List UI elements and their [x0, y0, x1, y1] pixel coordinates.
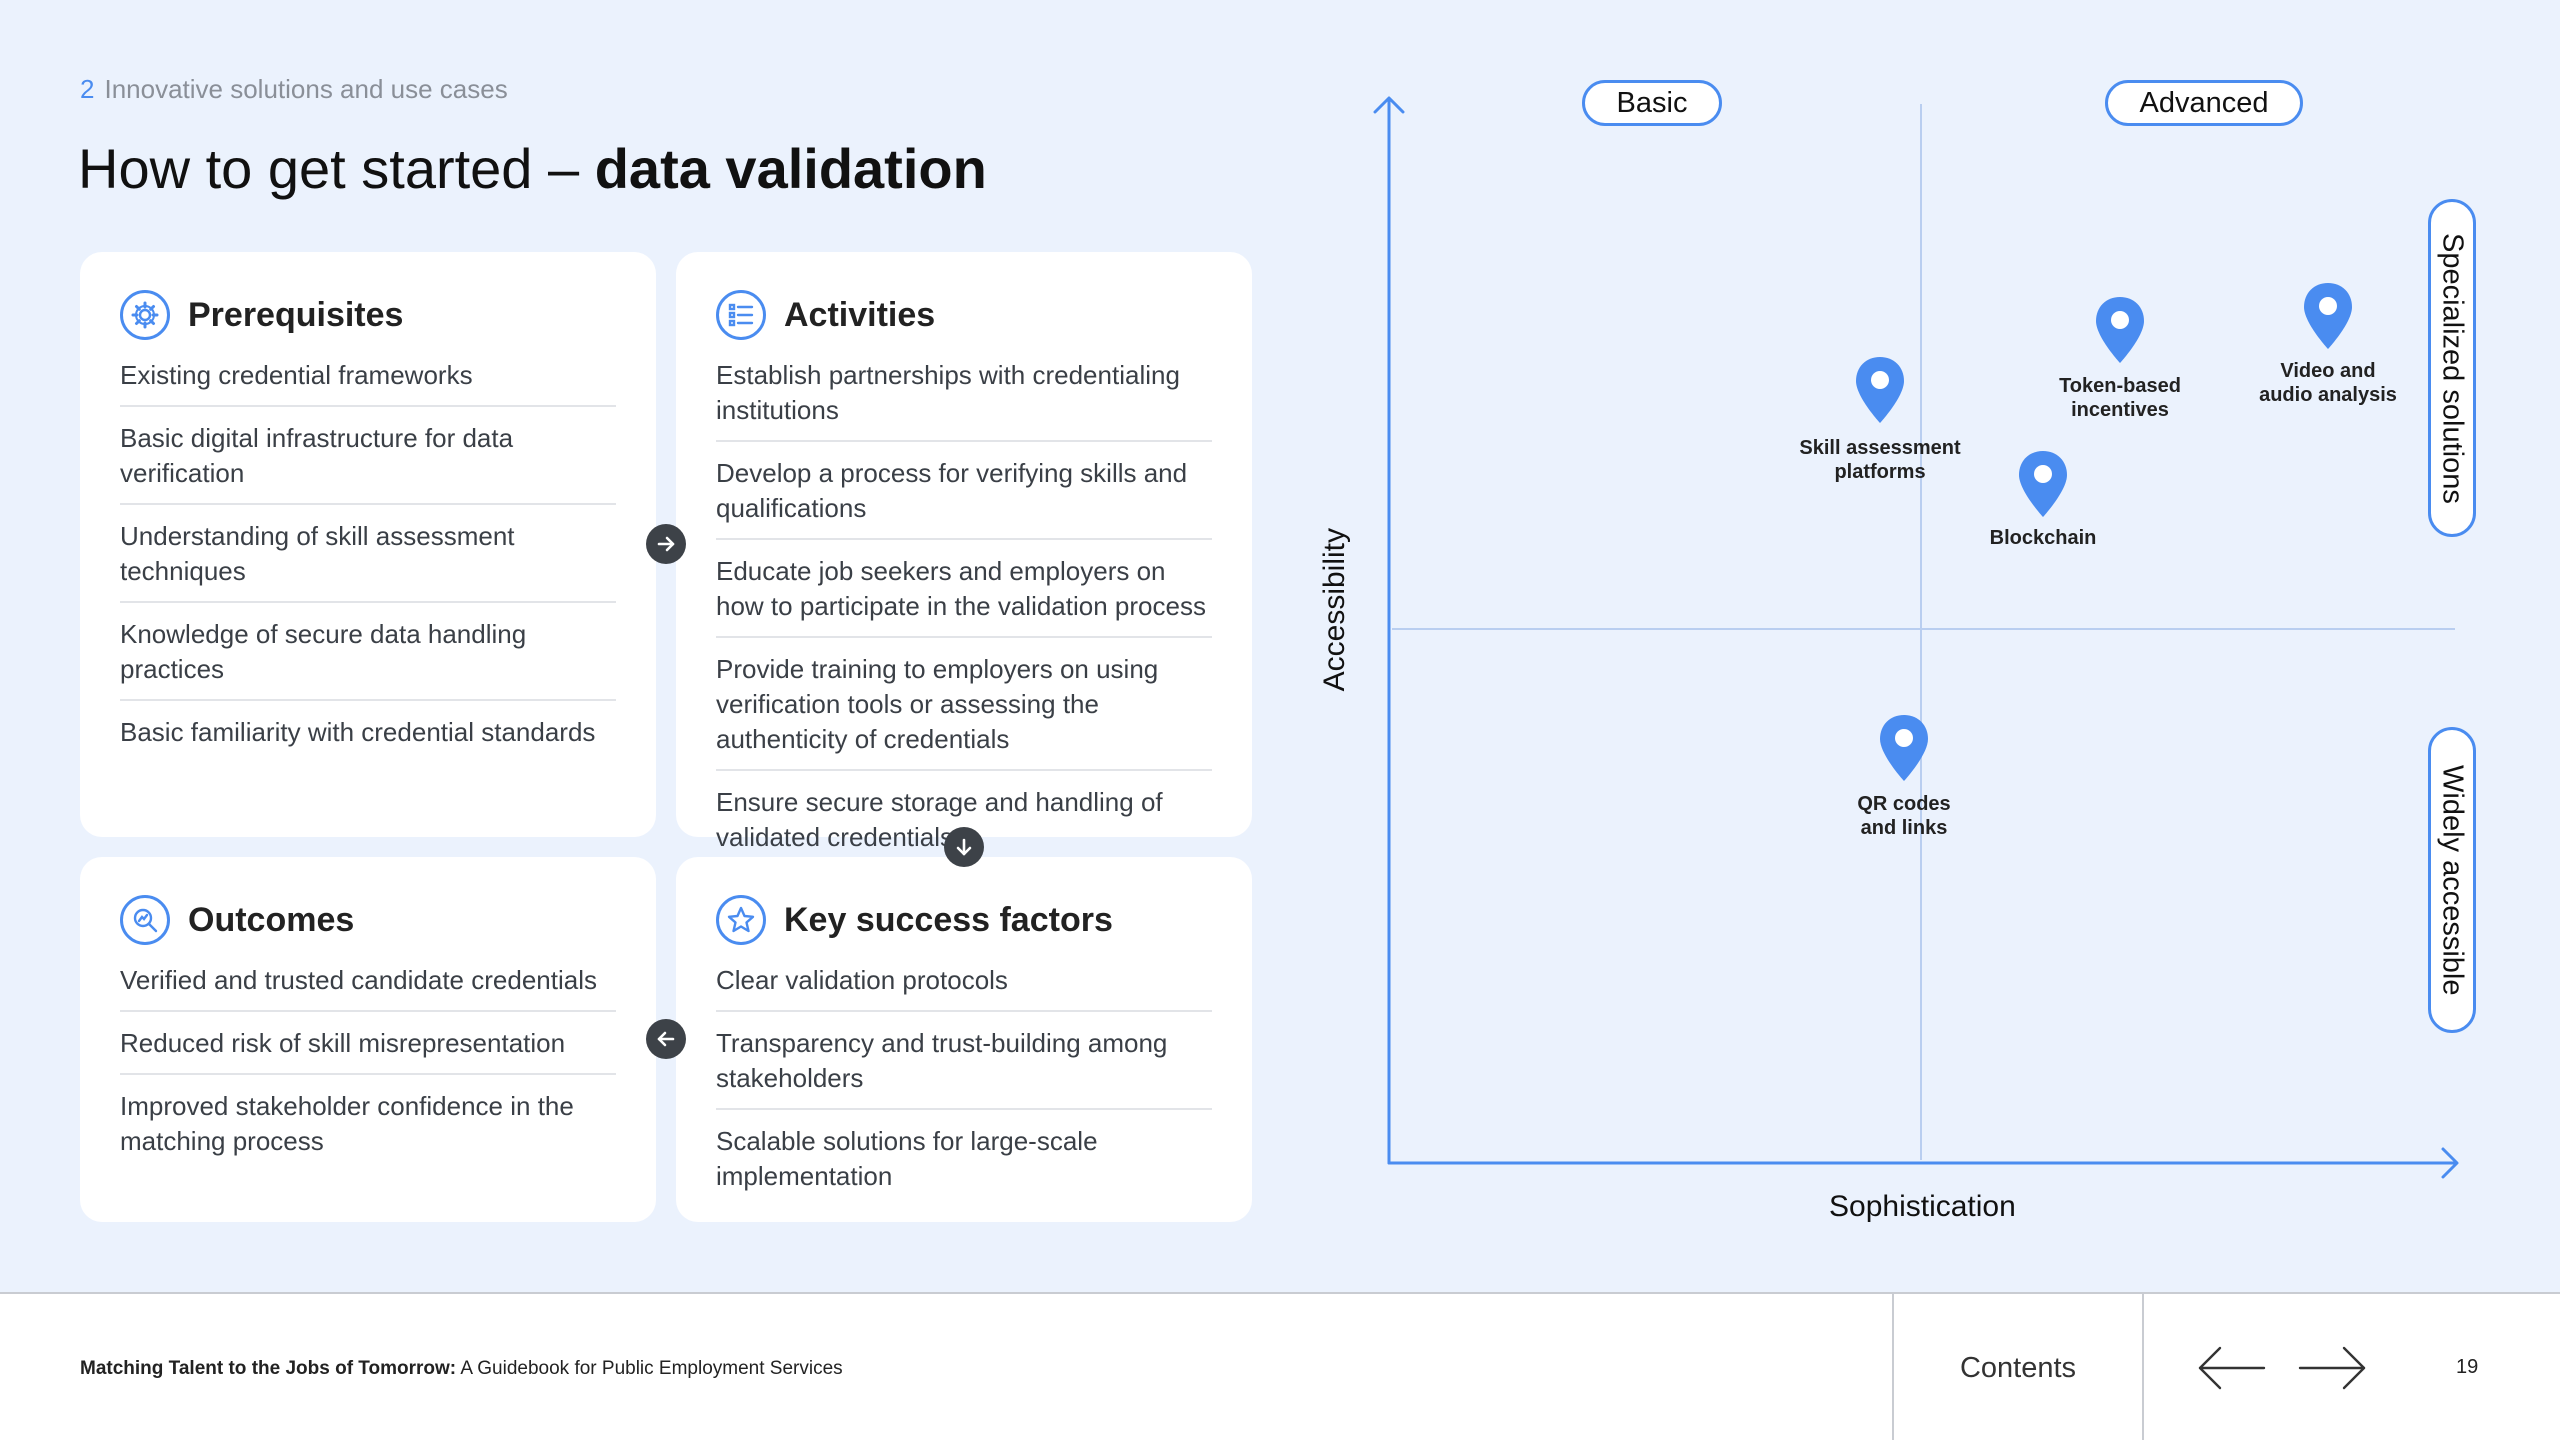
outcomes-list: Verified and trusted candidate credentia… — [120, 963, 616, 1171]
list-item: Existing credential frameworks — [120, 358, 616, 407]
list-item: Develop a process for verifying skills a… — [716, 442, 1212, 540]
list-item: Knowledge of secure data handling practi… — [120, 603, 616, 701]
widely-accessible-pill: Widely accessible — [2428, 727, 2476, 1033]
location-pin-icon — [1880, 715, 1928, 781]
list-item: Improved stakeholder confidence in the m… — [120, 1091, 574, 1156]
page-number: 19 — [2456, 1356, 2479, 1378]
matrix-axes — [1373, 96, 2459, 1179]
list-item: Verified and trusted candidate credentia… — [120, 963, 616, 1012]
publication-title-bold: Matching Talent to the Jobs of Tomorrow: — [80, 1358, 457, 1379]
y-axis-arrowhead — [1373, 96, 1405, 114]
y-axis-label: Accessibility — [1318, 528, 1351, 692]
success-factors-title: Key success factors — [784, 900, 1113, 939]
success-factors-list: Clear validation protocols Transparency … — [716, 963, 1212, 1206]
activities-header: Activities — [716, 290, 1212, 340]
activities-list: Establish partnerships with credentialin… — [716, 358, 1212, 867]
section-title: Innovative solutions and use cases — [104, 74, 508, 104]
publication-title-rest: A Guidebook for Public Employment Servic… — [456, 1358, 843, 1379]
list-item: Ensure secure storage and handling of va… — [716, 787, 1163, 852]
contents-button[interactable]: Contents — [1959, 1351, 2077, 1384]
footer-divider — [1892, 1294, 1894, 1440]
success-factors-card: Key success factors Clear validation pro… — [676, 857, 1252, 1222]
list-item: Scalable solutions for large-scale imple… — [716, 1126, 1098, 1191]
next-page-icon[interactable] — [2296, 1342, 2368, 1394]
arrow-left-icon — [657, 1031, 675, 1047]
specialized-solutions-label: Specialized solutions — [2436, 232, 2469, 504]
x-axis-arrowhead — [2441, 1147, 2459, 1179]
activities-card: Activities Establish partnerships with c… — [676, 252, 1252, 852]
list-item: Understanding of skill assessment techni… — [120, 505, 616, 603]
prerequisites-header: Prerequisites — [120, 290, 616, 340]
location-pin-icon — [1856, 357, 1904, 423]
list-item: Basic digital infrastructure for data ve… — [120, 407, 616, 505]
specialized-solutions-pill: Specialized solutions — [2428, 199, 2476, 537]
arrow-left-connector — [646, 1019, 686, 1059]
previous-page-icon[interactable] — [2196, 1342, 2268, 1394]
list-item: Educate job seekers and employers on how… — [716, 540, 1212, 638]
arrow-down-icon — [956, 838, 972, 856]
checklist-icon — [716, 290, 766, 340]
section-label: 2 Innovative solutions and use cases — [80, 74, 508, 105]
page-title-bold: data validation — [594, 137, 987, 200]
outcomes-header: Outcomes — [120, 895, 616, 945]
section-number: 2 — [80, 74, 95, 104]
location-pin-icon — [2096, 297, 2144, 363]
x-axis-label: Sophistication — [1829, 1190, 2016, 1223]
outcomes-title: Outcomes — [188, 900, 355, 939]
list-item: Provide training to employers on using v… — [716, 638, 1212, 771]
list-item: Clear validation protocols — [716, 963, 1212, 1012]
pin-label-blockchain: Blockchain — [1989, 527, 2097, 549]
page-title-light: How to get started – — [78, 137, 595, 200]
list-item: Establish partnerships with credentialin… — [716, 358, 1212, 442]
arrow-right-icon — [657, 536, 675, 552]
list-item: Basic familiarity with credential standa… — [120, 717, 596, 747]
advanced-pill: Advanced — [2105, 80, 2303, 126]
chart-magnifier-icon — [120, 895, 170, 945]
prerequisites-title: Prerequisites — [188, 295, 404, 334]
success-factors-header: Key success factors — [716, 895, 1212, 945]
star-icon — [716, 895, 766, 945]
footer: Matching Talent to the Jobs of Tomorrow:… — [0, 1292, 2560, 1440]
publication-title: Matching Talent to the Jobs of Tomorrow:… — [80, 1358, 843, 1380]
arrow-down-connector — [944, 827, 984, 867]
gear-icon — [120, 290, 170, 340]
footer-divider — [2142, 1294, 2144, 1440]
list-item: Transparency and trust-building among st… — [716, 1012, 1212, 1110]
outcomes-card: Outcomes Verified and trusted candidate … — [80, 857, 656, 1222]
location-pin-icon — [2019, 451, 2067, 517]
list-item: Reduced risk of skill misrepresentation — [120, 1012, 616, 1075]
arrow-right-connector — [646, 524, 686, 564]
page-title: How to get started – data validation — [78, 136, 987, 201]
prerequisites-card: Prerequisites Existing credential framew… — [80, 252, 656, 837]
activities-title: Activities — [784, 295, 936, 334]
prerequisites-list: Existing credential frameworks Basic dig… — [120, 358, 616, 762]
basic-pill: Basic — [1582, 80, 1722, 126]
location-pin-icon — [2304, 283, 2352, 349]
widely-accessible-label: Widely accessible — [2436, 764, 2469, 996]
